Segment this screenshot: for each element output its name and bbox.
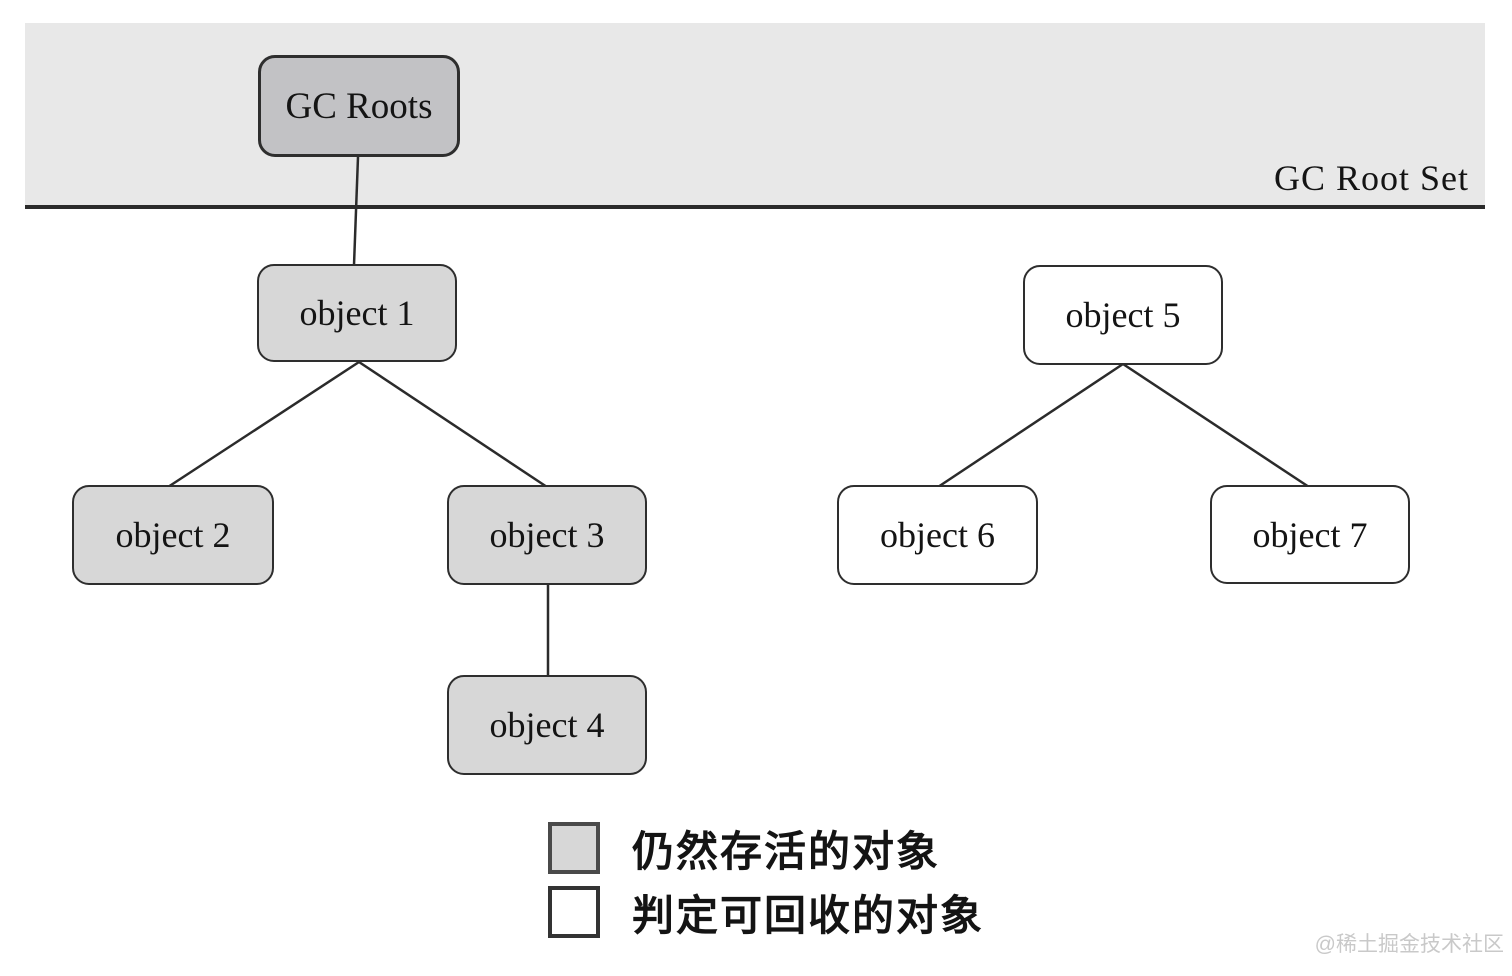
node-object3-label: object 3 — [489, 515, 605, 555]
node-object1: object 1 — [257, 264, 457, 362]
edge-object1-object2 — [167, 360, 360, 489]
legend-swatch-collectable — [548, 886, 600, 938]
edge-gc-roots-object1 — [352, 156, 360, 266]
legend-label-collectable: 判定可回收的对象 — [632, 893, 985, 940]
node-object6: object 6 — [837, 485, 1038, 585]
node-object4: object 4 — [447, 675, 647, 775]
watermark: @稀土掘金技术社区 — [1314, 933, 1504, 956]
node-object7-label: object 7 — [1252, 514, 1368, 555]
node-object1-label: object 1 — [299, 293, 415, 333]
node-gc-roots: GC Roots — [258, 55, 460, 157]
legend-item-collectable: 判定可回收的对象 — [548, 886, 984, 940]
node-object4-label: object 4 — [489, 705, 605, 745]
node-object2-label: object 2 — [115, 515, 231, 555]
node-object7: object 7 — [1210, 485, 1410, 584]
node-gc-roots-label: GC Roots — [285, 85, 433, 127]
legend-label-alive: 仍然存活的对象 — [632, 829, 941, 876]
edge-object1-object3 — [358, 360, 548, 489]
node-object5-label: object 5 — [1065, 295, 1181, 335]
legend-item-alive: 仍然存活的对象 — [548, 822, 984, 876]
edge-object5-object7 — [1122, 362, 1310, 489]
legend-swatch-alive — [548, 822, 600, 874]
node-object6-label: object 6 — [880, 515, 995, 555]
legend: 仍然存活的对象 判定可回收的对象 — [548, 822, 984, 951]
gc-root-set-label: GC Root Set — [1273, 158, 1469, 198]
node-object5: object 5 — [1023, 265, 1223, 365]
edge-object5-object6 — [937, 362, 1124, 489]
node-object2: object 2 — [72, 485, 274, 585]
node-object3: object 3 — [447, 485, 647, 585]
